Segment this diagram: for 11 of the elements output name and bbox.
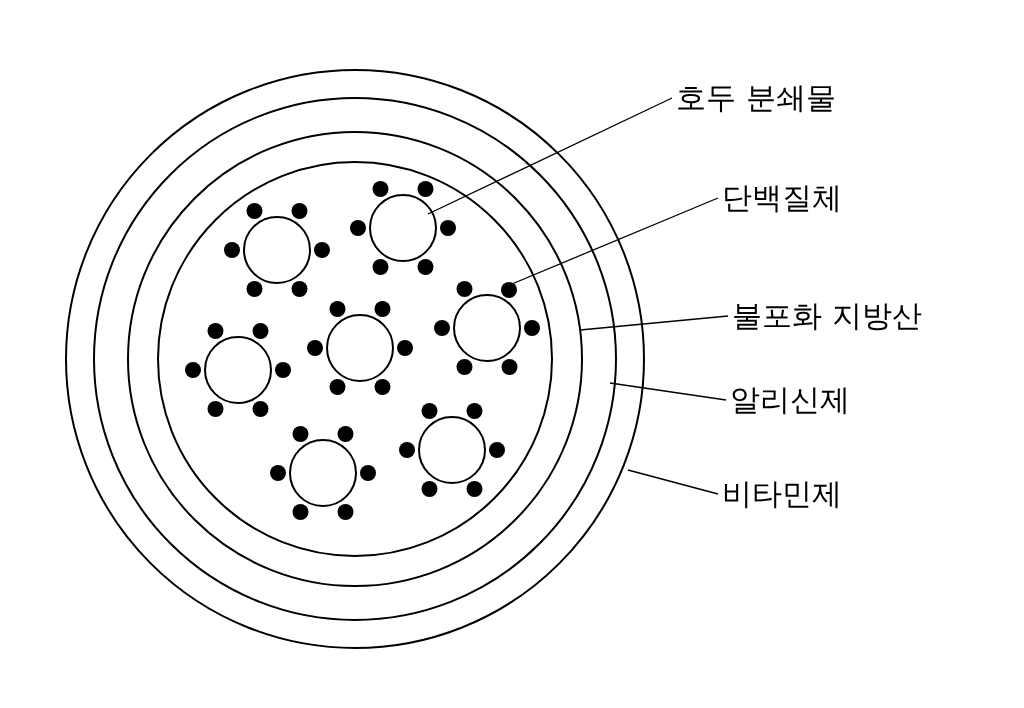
part-label: 호두 분쇄물 (676, 78, 836, 118)
protein-dot (501, 282, 517, 298)
part-label: 단백질체 (722, 178, 842, 218)
leader-line (627, 469, 719, 495)
part-label: 불포화 지방산 (732, 296, 922, 336)
part-label: 비타민제 (722, 474, 842, 514)
leader-line (609, 382, 727, 401)
leader-line (579, 315, 729, 331)
leader-line (427, 97, 673, 215)
particle-circle (369, 194, 437, 262)
part-label: 알리신제 (730, 380, 850, 420)
